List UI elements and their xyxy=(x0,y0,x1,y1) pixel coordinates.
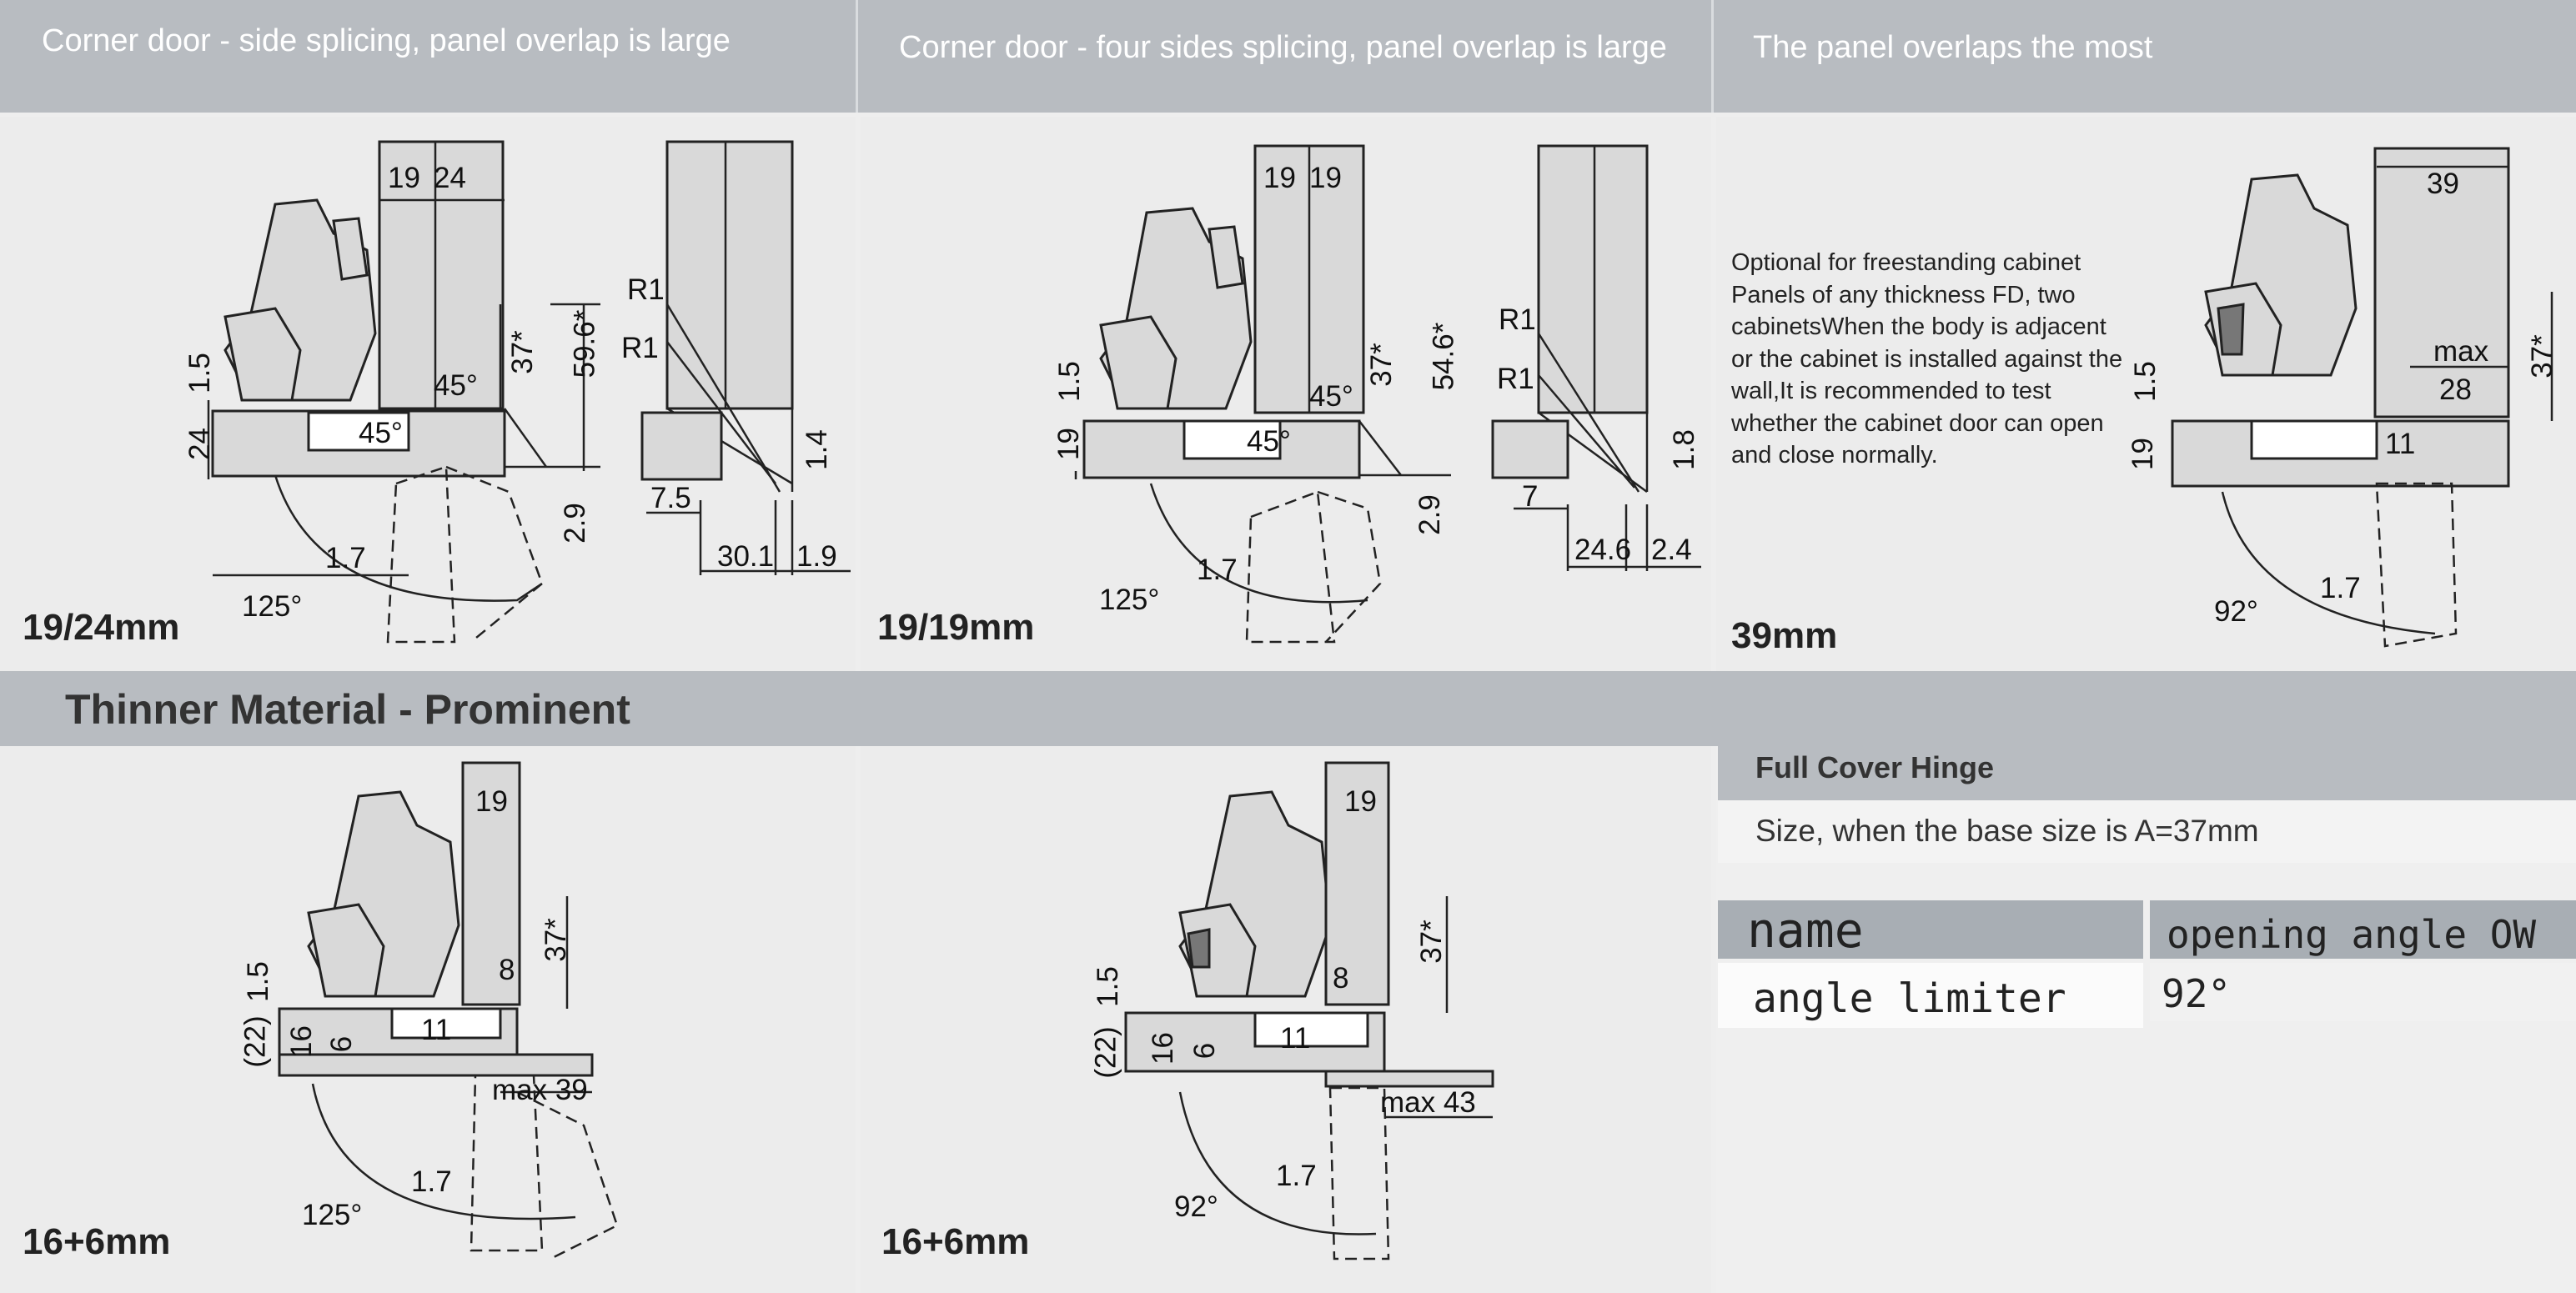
dim-label: 92° xyxy=(1174,1190,1218,1223)
dim-label: 28 xyxy=(2439,373,2472,406)
dim-label: R1 xyxy=(627,273,665,306)
dim-label: 8 xyxy=(499,954,515,986)
dim-label: R1 xyxy=(621,332,659,364)
info-title-bar xyxy=(1718,738,2576,800)
dim-label: 1.7 xyxy=(411,1165,452,1198)
dim-label: 1.7 xyxy=(325,542,366,574)
dim-label: 45° xyxy=(359,417,403,449)
dim-label: 2.9 xyxy=(1413,494,1446,535)
dim-label: 1.5 xyxy=(183,353,216,393)
dim-label: 59.6* xyxy=(568,309,601,378)
dim-label: 2.9 xyxy=(558,503,591,544)
caption-19-19: 19/19mm xyxy=(877,607,1035,648)
dim-label: 24 xyxy=(434,162,466,194)
dim-label: 19 xyxy=(2126,438,2159,470)
spec-table-row-bg xyxy=(2150,963,2576,1021)
dim-label: 6 xyxy=(1188,1042,1222,1060)
spec-table-header-angle-bg xyxy=(2150,900,2576,959)
dim-label: 11 xyxy=(421,1014,452,1046)
dim-label: 125° xyxy=(302,1199,363,1231)
dim-label: 54.6* xyxy=(1427,322,1460,391)
dim-label: 125° xyxy=(242,590,303,623)
caption-16-6-left: 16+6mm xyxy=(23,1221,171,1262)
dim-label: 7 xyxy=(1522,480,1539,513)
dim-label: 24.6 xyxy=(1574,534,1632,566)
spec-table-header-angle: opening angle OW xyxy=(2167,912,2537,957)
dim-label: 45° xyxy=(1247,425,1291,458)
dim-label: 19 xyxy=(1263,162,1296,194)
dim-label: (22) xyxy=(1089,1026,1122,1079)
section-band xyxy=(0,671,2576,746)
hinge-side-view-19-24 xyxy=(640,140,851,575)
dim-label: 16 xyxy=(284,1025,318,1058)
dim-label: 1.8 xyxy=(1667,429,1700,470)
hinge-drawing-16-6-left xyxy=(278,761,619,1260)
dim-label: 125° xyxy=(1099,584,1160,616)
hinge-side-view-19-19 xyxy=(1491,144,1701,571)
dim-label: max 43 xyxy=(1380,1086,1476,1119)
dim-label: 19 xyxy=(388,162,420,194)
header-four-sides-splicing: Corner door - four sides splicing, panel… xyxy=(899,30,1667,65)
dim-label: 45° xyxy=(1309,380,1353,413)
spec-table-cell-angle: 92° xyxy=(2162,971,2232,1016)
dim-label: 19 xyxy=(1052,428,1085,460)
dim-label: (22) xyxy=(239,1015,272,1068)
dim-label: 19 xyxy=(475,785,508,818)
hinge-drawing-19-19 xyxy=(1074,144,1451,644)
dim-label: 37* xyxy=(1364,343,1398,387)
dim-label: 1.5 xyxy=(1052,361,1086,402)
caption-39: 39mm xyxy=(1731,615,1838,656)
dim-label: max xyxy=(2433,335,2489,368)
header-side-splicing: Corner door - side splicing, panel overl… xyxy=(42,23,731,58)
dim-label: 1.4 xyxy=(800,429,833,470)
dim-label: 11 xyxy=(2385,428,2416,460)
spec-table-header-name: name xyxy=(1747,902,1864,959)
spec-table-row-bg xyxy=(1718,963,2143,1028)
info-title: Full Cover Hinge xyxy=(1755,750,1995,784)
dim-label: 19 xyxy=(1309,162,1342,194)
dim-label: 1.7 xyxy=(1276,1160,1317,1192)
dim-label: 39 xyxy=(2427,168,2459,200)
dim-label: R1 xyxy=(1499,303,1536,336)
dim-label: 1.7 xyxy=(1197,554,1238,586)
dim-label: 19 xyxy=(1344,785,1377,818)
dim-label: 7.5 xyxy=(650,482,691,514)
header-divider xyxy=(1711,0,1714,113)
dim-label: 11 xyxy=(1280,1022,1311,1055)
dim-label: 37* xyxy=(505,330,539,374)
header-panel-overlaps-most: The panel overlaps the most xyxy=(1753,30,2153,65)
spec-table-cell-name: angle limiter xyxy=(1753,975,2066,1022)
dim-label: max 39 xyxy=(492,1074,588,1106)
dim-label: 1.5 xyxy=(241,961,274,1002)
dim-label: 37* xyxy=(2525,334,2558,378)
info-subtitle-bg xyxy=(1718,800,2576,863)
dim-label: 6 xyxy=(325,1035,359,1053)
dim-label: 24 xyxy=(183,428,216,460)
header-band xyxy=(0,0,2576,113)
dim-label: 37* xyxy=(1414,920,1448,964)
spec-table-header-name-bg xyxy=(1718,900,2143,959)
installation-note: Optional for freestanding cabinet Panels… xyxy=(1731,249,2123,469)
dim-label: 8 xyxy=(1333,962,1349,995)
dim-label: R1 xyxy=(1497,363,1534,395)
hinge-drawing-19-24 xyxy=(207,140,600,644)
section-title: Thinner Material - Prominent xyxy=(65,686,630,733)
dim-label: 1.7 xyxy=(2320,572,2361,604)
dim-label: 45° xyxy=(434,369,478,402)
info-subtitle: Size, when the base size is A=37mm xyxy=(1755,814,2259,848)
caption-19-24: 19/24mm xyxy=(23,607,180,648)
dim-label: 1.5 xyxy=(2128,361,2162,402)
hinge-drawing-16-6-right xyxy=(1124,761,1494,1260)
dim-label: 16 xyxy=(1146,1032,1179,1065)
dim-label: 30.1 xyxy=(717,540,775,573)
dim-label: 92° xyxy=(2214,595,2258,628)
hinge-drawing-39 xyxy=(2171,147,2553,648)
dim-label: 37* xyxy=(539,918,572,962)
dim-label: 1.9 xyxy=(796,540,837,573)
header-divider xyxy=(856,0,858,113)
dim-label: 1.5 xyxy=(1091,966,1124,1007)
dim-label: 2.4 xyxy=(1651,534,1692,566)
caption-16-6-right: 16+6mm xyxy=(881,1221,1030,1262)
